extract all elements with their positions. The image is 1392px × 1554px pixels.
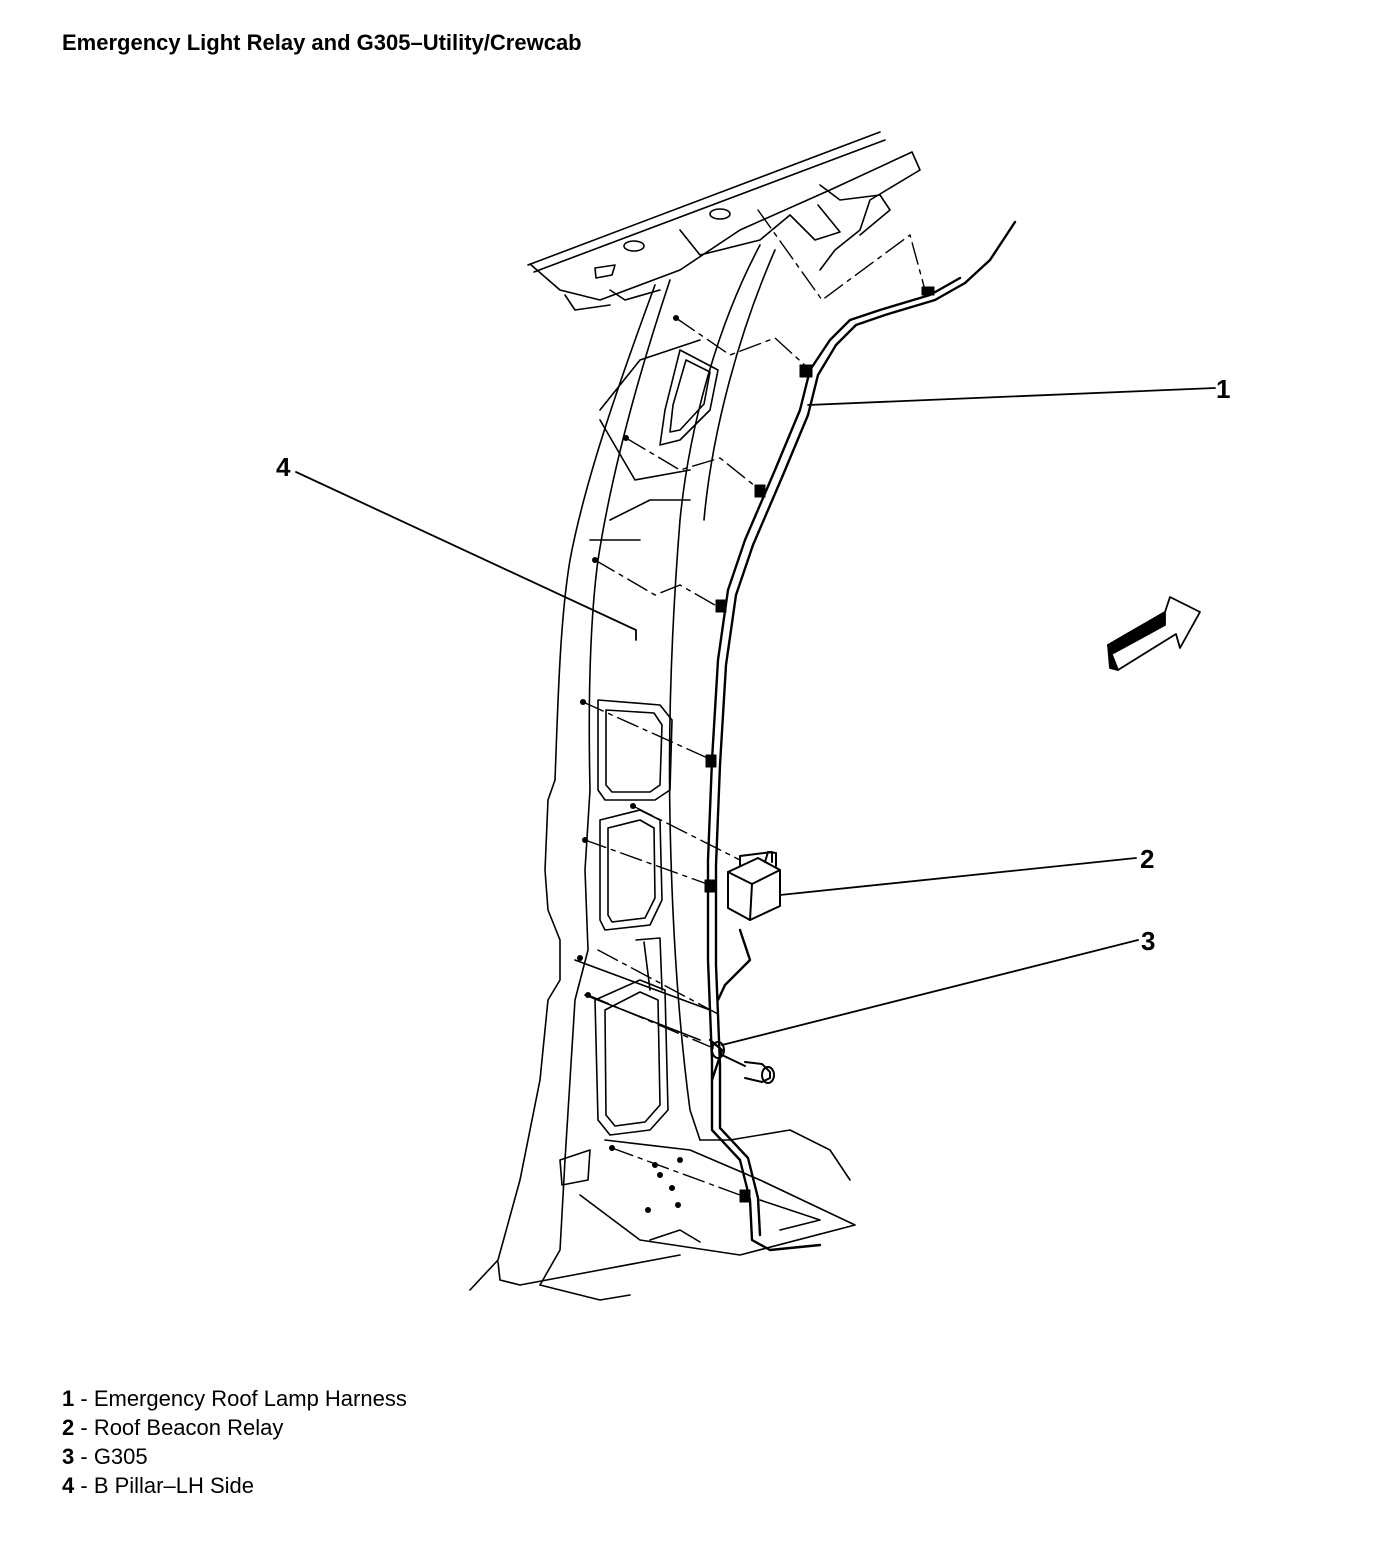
legend-item: 2 - Roof Beacon Relay xyxy=(62,1413,407,1442)
legend-num: 4 xyxy=(62,1473,75,1498)
roof-beacon-relay xyxy=(727,851,781,921)
leader-4 xyxy=(295,471,637,641)
leader-2 xyxy=(779,857,1137,896)
lower-cutout xyxy=(559,937,856,1256)
callout-4: 4 xyxy=(276,452,291,482)
legend-num: 1 xyxy=(62,1386,75,1411)
legend-sep: - xyxy=(74,1473,94,1498)
roof-lamp-harness xyxy=(706,220,1017,1252)
legend-label: Roof Beacon Relay xyxy=(93,1415,284,1440)
roof-rail xyxy=(527,131,921,311)
legend-sep: - xyxy=(74,1386,94,1411)
legend-item: 3 - G305 xyxy=(62,1442,407,1471)
legend-sep: - xyxy=(74,1415,94,1440)
harness-clips xyxy=(704,286,935,1203)
callout-2: 2 xyxy=(1140,844,1154,874)
legend-item: 4 - B Pillar–LH Side xyxy=(62,1471,407,1500)
front-direction-arrow xyxy=(1107,596,1201,671)
leader-1 xyxy=(807,387,1216,406)
fastener-dots xyxy=(577,315,683,1213)
legend-label: G305 xyxy=(93,1444,148,1469)
diagram-title: Emergency Light Relay and G305–Utility/C… xyxy=(62,30,582,55)
upper-cutout xyxy=(589,339,719,541)
leader-3 xyxy=(721,939,1139,1046)
callout-1: 1 xyxy=(1216,374,1230,404)
g305-ground-bolt xyxy=(711,1041,775,1084)
legend-label: B Pillar–LH Side xyxy=(93,1473,254,1498)
leader-lines xyxy=(295,387,1216,1046)
legend-item: 1 - Emergency Roof Lamp Harness xyxy=(62,1384,407,1413)
legend-label: Emergency Roof Lamp Harness xyxy=(93,1386,407,1411)
legend: 1 - Emergency Roof Lamp Harness 2 - Roof… xyxy=(62,1384,407,1500)
legend-num: 2 xyxy=(62,1415,75,1440)
pillar-outline xyxy=(469,244,776,1301)
middle-cutout xyxy=(597,699,673,931)
callout-3: 3 xyxy=(1141,926,1155,956)
attachment-lines xyxy=(582,209,926,1196)
legend-num: 3 xyxy=(62,1444,75,1469)
legend-sep: - xyxy=(74,1444,94,1469)
